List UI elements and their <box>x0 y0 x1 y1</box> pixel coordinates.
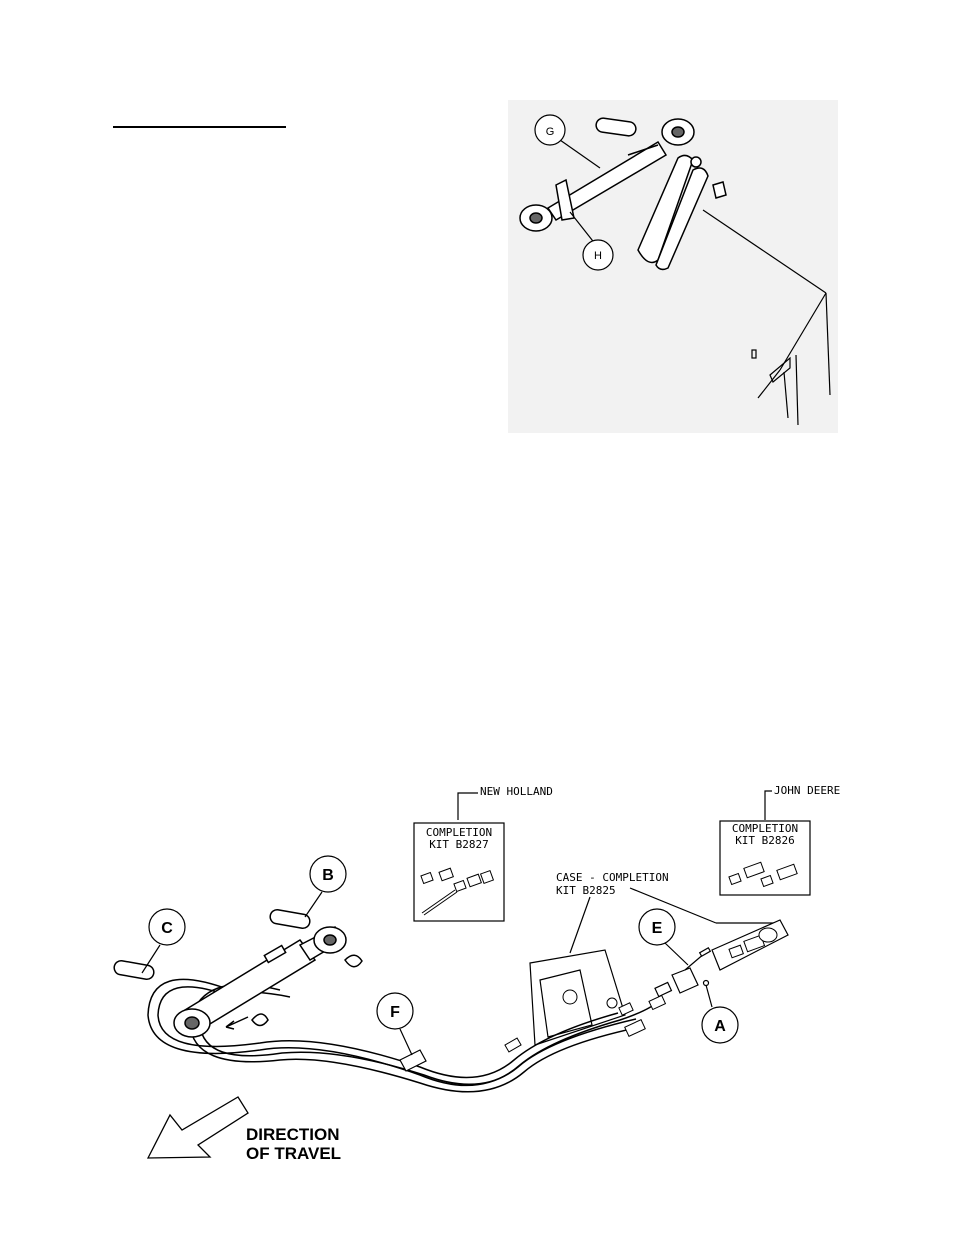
callout-g: G <box>534 114 601 169</box>
case-kit: CASE - COMPLETION KIT B2825 <box>529 871 789 1046</box>
callout-c: C <box>141 908 186 974</box>
svg-text:COMPLETION: COMPLETION <box>732 822 798 835</box>
hydraulic-cylinder <box>173 925 363 1038</box>
new-holland-kit: NEW HOLLAND COMPLETION KIT B2827 <box>413 785 553 922</box>
top-link <box>519 118 695 232</box>
svg-text:DIRECTION: DIRECTION <box>246 1125 340 1144</box>
mounting-bracket <box>637 154 727 271</box>
svg-text:B: B <box>322 867 334 884</box>
svg-text:C: C <box>161 920 173 937</box>
svg-text:A: A <box>714 1018 726 1035</box>
svg-text:KIT B2826: KIT B2826 <box>735 834 795 847</box>
svg-text:NEW HOLLAND: NEW HOLLAND <box>480 785 553 798</box>
svg-text:H: H <box>594 250 602 262</box>
svg-text:OF TRAVEL: OF TRAVEL <box>246 1144 341 1163</box>
svg-text:KIT B2825: KIT B2825 <box>556 884 616 897</box>
callout-h: H <box>569 211 614 271</box>
cylinder-arrow <box>225 1016 249 1030</box>
svg-text:COMPLETION: COMPLETION <box>426 826 492 839</box>
direction-arrow-icon <box>146 1096 249 1159</box>
hydraulic-top-link-diagram: NEW HOLLAND COMPLETION KIT B2827 JOHN DE… <box>113 784 840 1163</box>
callout-e: E <box>638 908 689 966</box>
top-link-pin <box>595 117 637 137</box>
heading-underline <box>113 126 286 128</box>
svg-text:CASE - COMPLETION: CASE - COMPLETION <box>556 871 669 884</box>
john-deere-kit: JOHN DEERE COMPLETION KIT B2826 <box>719 784 840 896</box>
pin-b <box>269 908 311 930</box>
svg-text:JOHN DEERE: JOHN DEERE <box>774 784 840 797</box>
shutoff-valve <box>654 946 712 998</box>
callout-f: F <box>376 992 414 1056</box>
pin-c <box>113 959 155 981</box>
callout-b: B <box>304 855 347 918</box>
hose-fittings <box>504 994 667 1053</box>
direction-of-travel: DIRECTION OF TRAVEL <box>146 1096 341 1163</box>
svg-text:KIT B2827: KIT B2827 <box>429 838 489 851</box>
callout-a: A <box>701 984 739 1044</box>
svg-text:E: E <box>652 920 663 937</box>
implement-frame <box>702 209 831 426</box>
hose-clip <box>399 1049 427 1072</box>
svg-text:F: F <box>390 1004 400 1021</box>
top-link-diagram: G H <box>508 100 838 433</box>
svg-text:G: G <box>546 126 555 138</box>
